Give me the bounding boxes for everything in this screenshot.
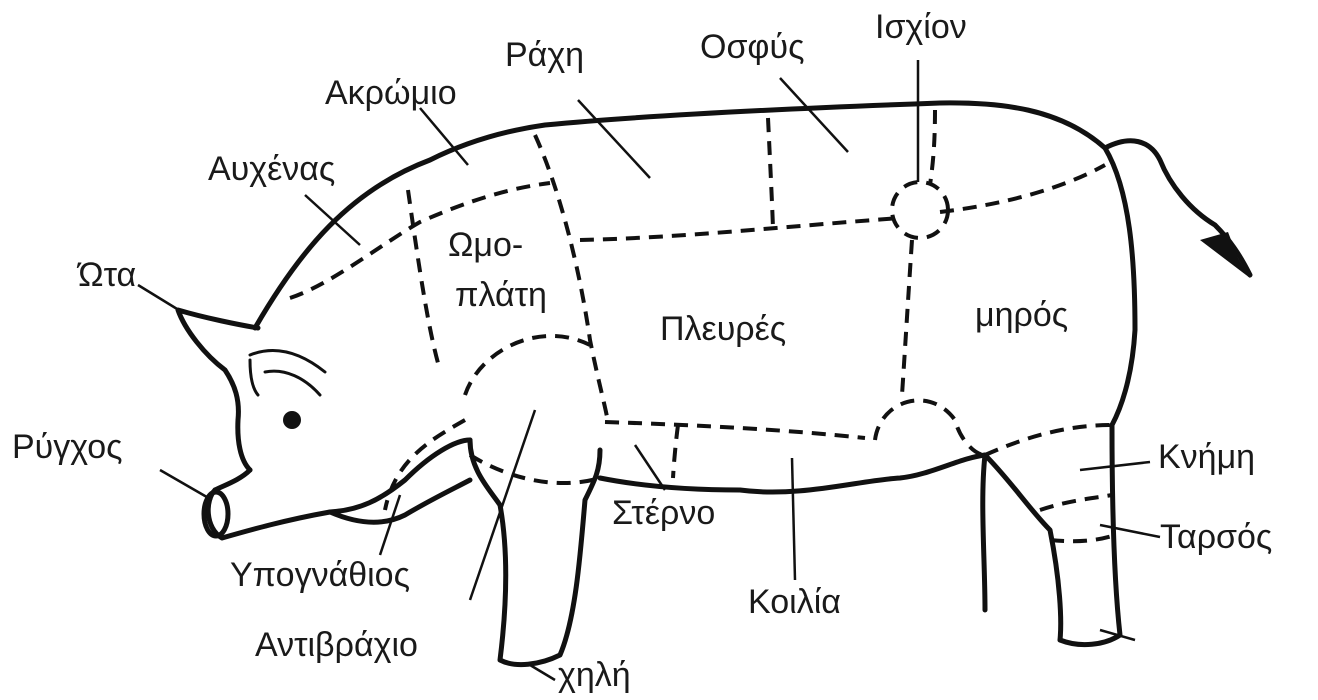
leader-loin — [780, 78, 848, 152]
label-belly: Κοιλία — [748, 585, 841, 619]
leader-shank — [1080, 462, 1150, 470]
cut-ribs-bottom — [605, 422, 865, 438]
cut-sternum-divide — [673, 425, 678, 478]
cut-forearm-top — [470, 455, 600, 483]
label-hoof: χηλή — [558, 658, 631, 692]
cut-shank-top — [985, 425, 1112, 455]
cut-ham-upper — [940, 165, 1105, 212]
pig-eye — [283, 411, 301, 429]
cut-loin-vertical — [768, 118, 773, 228]
cut-knee-bulge — [875, 400, 985, 455]
label-ears: Ώτα — [78, 258, 136, 292]
leader-forearm — [470, 410, 535, 600]
label-neck: Αυχένας — [208, 152, 335, 186]
cut-back-lower — [580, 218, 900, 240]
pig-tail-tuft — [1200, 232, 1250, 278]
pig-hind-leg-inner — [983, 455, 985, 610]
cut-hip-joint — [892, 182, 948, 238]
leader-snout — [160, 470, 212, 500]
label-shank: Κνήμη — [1158, 440, 1255, 474]
label-sternum: Στέρνο — [612, 496, 715, 530]
leader-hoof — [530, 665, 555, 680]
cut-tarsus-low — [1050, 535, 1115, 541]
pig-hind-leg — [985, 425, 1120, 645]
label-scapula-line1: Ωμο- — [448, 228, 523, 262]
label-forearm: Αντιβράχιο — [255, 628, 418, 662]
cut-tarsus — [1040, 495, 1112, 510]
cut-ribs-rear — [902, 240, 912, 395]
label-tarsus: Ταρσός — [1160, 520, 1272, 554]
cut-front-shoulder-bulge — [465, 336, 590, 395]
cut-hip-vertical — [930, 110, 935, 185]
leader-ears — [138, 285, 182, 312]
label-thigh: μηρός — [975, 298, 1068, 332]
label-hip: Ισχίον — [875, 10, 967, 44]
label-loin: Οσφύς — [700, 30, 804, 64]
pig-wrinkles — [250, 350, 325, 395]
leader-jowl — [380, 495, 400, 555]
label-scapula-line2: πλάτη — [455, 278, 547, 312]
label-shoulder-top: Ακρώμιο — [325, 76, 457, 110]
leader-back — [578, 100, 650, 178]
leader-shoulder-top — [420, 108, 468, 165]
pig-ear — [178, 310, 258, 470]
label-ribs: Πλευρές — [660, 312, 786, 346]
label-back: Ράχη — [505, 38, 584, 72]
pig-front-leg — [470, 440, 600, 665]
label-jowl: Υπογνάθιος — [230, 558, 410, 592]
leader-belly — [792, 458, 795, 580]
label-snout: Ρύγχος — [12, 430, 123, 464]
pig-face — [215, 470, 250, 490]
